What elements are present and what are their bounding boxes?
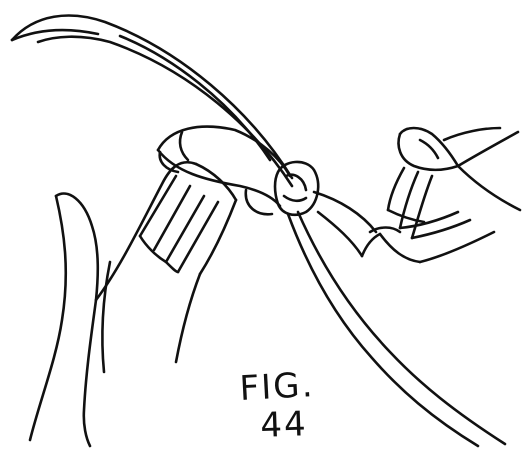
- right-hand: [380, 128, 520, 262]
- ribbon-right-end: [314, 192, 400, 256]
- figure-caption-number: 44: [235, 406, 332, 443]
- ribbon-upper-strand: [12, 16, 292, 186]
- figure-caption: FIG. 44: [222, 370, 332, 442]
- figure-caption-label: FIG.: [221, 367, 333, 407]
- ribbon-loop: [158, 127, 290, 215]
- left-hand: [30, 162, 236, 446]
